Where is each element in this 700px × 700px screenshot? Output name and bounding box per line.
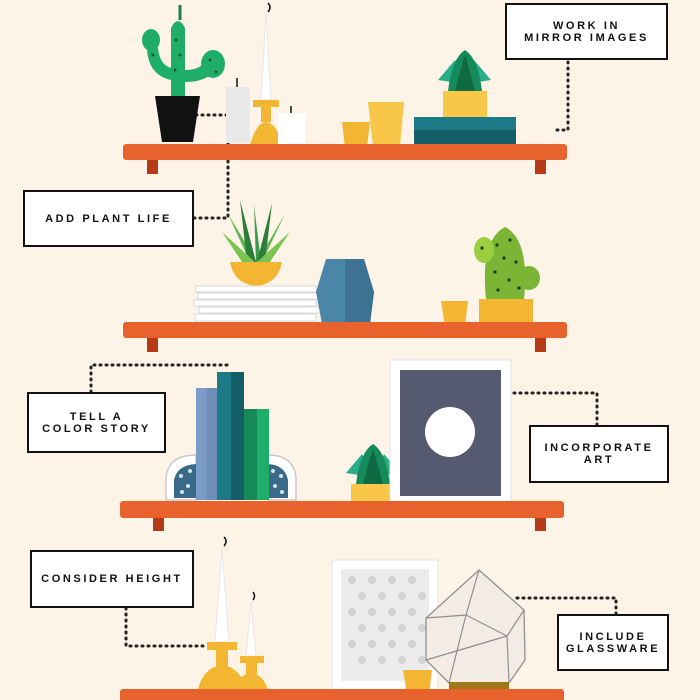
shelf-3 bbox=[120, 501, 564, 531]
leader-color-story bbox=[89, 363, 230, 394]
books-icon bbox=[196, 372, 269, 500]
label-line: ART bbox=[583, 454, 615, 466]
succulent-icon bbox=[438, 50, 491, 117]
succulent-icon bbox=[222, 200, 290, 286]
stacked-plates bbox=[193, 285, 325, 322]
candle-icon bbox=[198, 536, 246, 689]
label-incorporate-art: INCORPORATE ART bbox=[529, 425, 669, 483]
small-yellow-cup bbox=[441, 301, 468, 326]
mirror-cups bbox=[342, 102, 404, 147]
cactus-icon bbox=[474, 227, 540, 322]
label-line: TELL A bbox=[69, 410, 124, 423]
leader-lines bbox=[89, 60, 618, 648]
label-line: ADD PLANT LIFE bbox=[45, 212, 172, 225]
terrarium-icon bbox=[425, 569, 526, 690]
candle-icon bbox=[234, 591, 268, 690]
label-line: WORK IN bbox=[552, 19, 621, 32]
vase-icon bbox=[316, 259, 374, 324]
shelf-1 bbox=[123, 144, 567, 174]
framed-art-icon bbox=[331, 559, 439, 691]
label-include-glassware: INCLUDE GLASSWARE bbox=[557, 614, 669, 671]
small-yellow-cup bbox=[403, 670, 432, 695]
geode-bookend-icon bbox=[165, 454, 197, 501]
label-line: INCLUDE bbox=[579, 630, 647, 643]
candle-icon bbox=[226, 2, 305, 145]
leader-consider-height bbox=[124, 606, 207, 648]
label-tell-a-color-story: TELL A COLOR STORY bbox=[27, 392, 166, 453]
leader-incorporate-art bbox=[512, 391, 599, 427]
leader-plant-life bbox=[186, 113, 230, 220]
label-line: COLOR STORY bbox=[42, 422, 151, 435]
label-line: CONSIDER HEIGHT bbox=[41, 573, 183, 585]
label-work-in-mirror-images: WORK IN MIRROR IMAGES bbox=[505, 3, 668, 60]
books-icon bbox=[414, 117, 516, 144]
label-add-plant-life: ADD PLANT LIFE bbox=[23, 190, 194, 247]
label-consider-height: CONSIDER HEIGHT bbox=[30, 550, 194, 608]
label-line: INCORPORATE bbox=[544, 442, 654, 454]
shelf-4 bbox=[120, 689, 564, 700]
geode-bookend-icon bbox=[267, 454, 297, 501]
framed-art-icon bbox=[389, 359, 512, 507]
cactus-icon bbox=[142, 5, 225, 142]
label-line: MIRROR IMAGES bbox=[524, 31, 649, 44]
leader-mirror-images bbox=[552, 60, 570, 132]
shelf-2 bbox=[123, 322, 567, 352]
leader-include-glassware bbox=[512, 596, 618, 616]
label-line: GLASSWARE bbox=[565, 642, 661, 655]
